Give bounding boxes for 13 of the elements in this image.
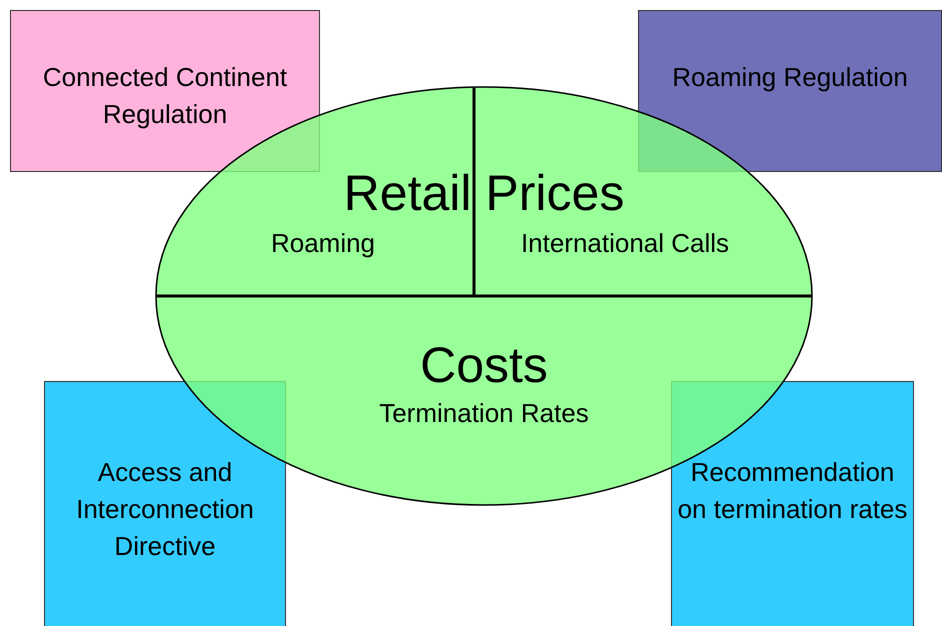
regulation-box — [638, 10, 942, 172]
regulation-box — [44, 381, 286, 626]
section-label: International Calls — [520, 230, 730, 256]
box-label: Recommendation on termination rates — [676, 456, 908, 526]
section-label: Roaming — [270, 230, 376, 256]
box-label: Access and Interconnection Directive — [75, 456, 255, 563]
section-heading: Costs — [420, 340, 548, 390]
box-label: Connected Continent Regulation — [42, 61, 288, 131]
box-label: Roaming Regulation — [671, 61, 909, 94]
section-label: Termination Rates — [379, 400, 589, 426]
regulation-box — [671, 381, 914, 626]
regulation-box — [10, 10, 320, 172]
section-heading: Retail Prices — [344, 168, 624, 218]
